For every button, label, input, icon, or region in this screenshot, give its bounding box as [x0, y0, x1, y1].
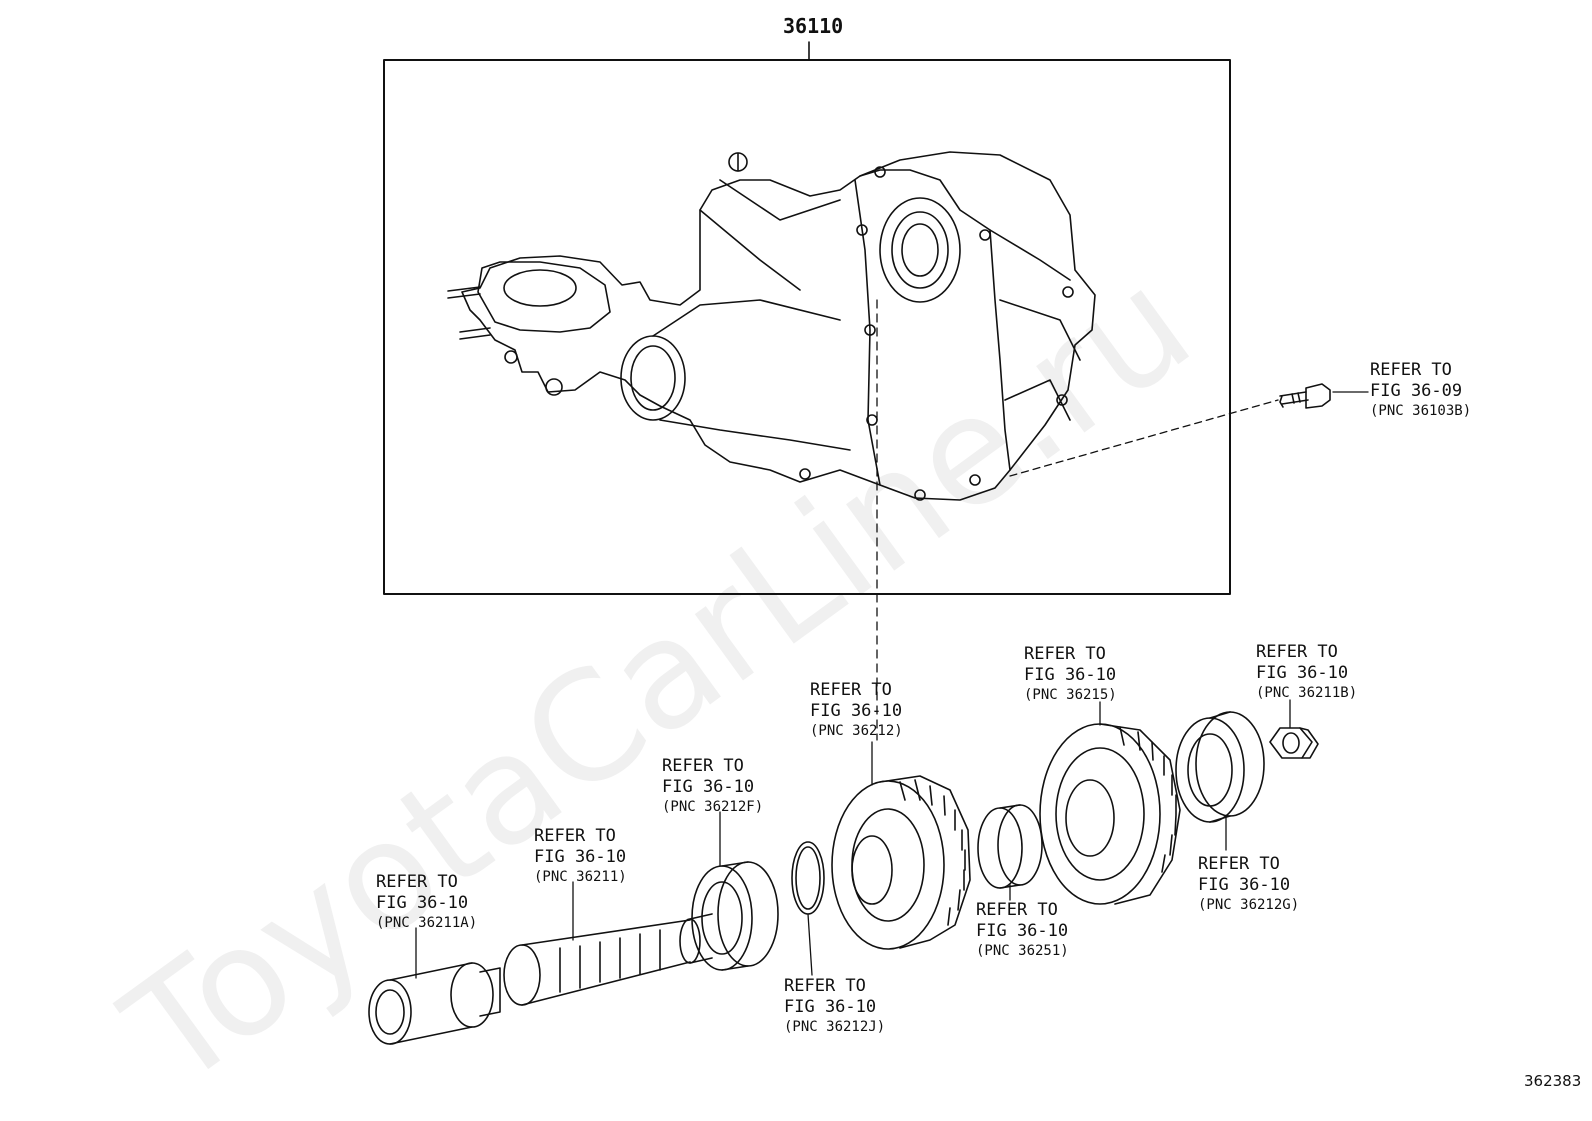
- callout-gear-36212: REFER TO FIG 36-10 (PNC 36212): [810, 680, 903, 741]
- callout-nut-36211b: REFER TO FIG 36-10 (PNC 36211B): [1256, 642, 1357, 703]
- callout-line3: (PNC 36215): [1024, 687, 1117, 703]
- callout-line1: REFER TO: [784, 976, 866, 996]
- callout-line3: (PNC 36212G): [1198, 897, 1300, 913]
- callout-line2: FIG 36-10: [534, 847, 627, 867]
- callout-line1: REFER TO: [810, 680, 892, 700]
- spacer-part: [977, 804, 1043, 889]
- bearing-part-f: [691, 861, 779, 971]
- callout-line3: (PNC 36251): [976, 943, 1069, 959]
- callout-bearing-36212g: REFER TO FIG 36-10 (PNC 36212G): [1198, 854, 1299, 915]
- callout-sleeve-36211a: REFER TO FIG 36-10 (PNC 36211A): [376, 872, 477, 933]
- callout-line2: FIG 36-10: [1024, 665, 1117, 685]
- callout-spacer-36251: REFER TO FIG 36-10 (PNC 36251): [976, 900, 1069, 961]
- callout-line2: FIG 36-10: [1256, 663, 1349, 683]
- gear-part-36212: [831, 775, 971, 950]
- bearing-part-g: [1175, 711, 1265, 823]
- ring-leader: [807, 913, 813, 976]
- bolt-dashed-line: [1009, 399, 1279, 477]
- assembly-frame: [383, 59, 1231, 595]
- callout-line2: FIG 36-09: [1370, 381, 1463, 401]
- callout-line1: REFER TO: [662, 756, 744, 776]
- callout-line2: FIG 36-10: [784, 997, 877, 1017]
- callout-line1: REFER TO: [534, 826, 616, 846]
- callout-ring-36212j: REFER TO FIG 36-10 (PNC 36212J): [784, 976, 885, 1037]
- sleeve-part: [368, 962, 494, 1045]
- callout-line3: (PNC 36212): [810, 723, 903, 739]
- shaft-part: [479, 913, 713, 1017]
- callout-line3: (PNC 36211A): [376, 915, 478, 931]
- callout-line1: REFER TO: [376, 872, 458, 892]
- callout-bolt: REFER TO FIG 36-09 (PNC 36103B): [1370, 360, 1471, 421]
- callout-line3: (PNC 36211): [534, 869, 627, 885]
- callout-line1: REFER TO: [1198, 854, 1280, 874]
- image-number: 362383: [1524, 1072, 1582, 1090]
- gear-part-36215: [1039, 723, 1181, 905]
- callout-line1: REFER TO: [976, 900, 1058, 920]
- callout-line3: (PNC 36212F): [662, 799, 764, 815]
- callout-line1: REFER TO: [1024, 644, 1106, 664]
- callout-line2: FIG 36-10: [810, 701, 903, 721]
- callout-line2: FIG 36-10: [662, 777, 755, 797]
- callout-gear-36215: REFER TO FIG 36-10 (PNC 36215): [1024, 644, 1117, 705]
- bolt-part: [1279, 383, 1331, 409]
- nut-part: [1269, 727, 1319, 759]
- callout-line1: REFER TO: [1370, 360, 1452, 380]
- callout-bearing-36212f: REFER TO FIG 36-10 (PNC 36212F): [662, 756, 763, 817]
- callout-line2: FIG 36-10: [1198, 875, 1291, 895]
- callout-line1: REFER TO: [1256, 642, 1338, 662]
- snap-ring-part: [791, 841, 825, 915]
- transfer-case-housing: [447, 151, 1096, 501]
- callout-line2: FIG 36-10: [376, 893, 469, 913]
- assembly-part-number: 36110: [783, 14, 844, 38]
- callout-line3: (PNC 36212J): [784, 1019, 886, 1035]
- callout-shaft-36211: REFER TO FIG 36-10 (PNC 36211): [534, 826, 627, 887]
- callout-line3: (PNC 36103B): [1370, 403, 1472, 419]
- callout-line2: FIG 36-10: [976, 921, 1069, 941]
- callout-line3: (PNC 36211B): [1256, 685, 1358, 701]
